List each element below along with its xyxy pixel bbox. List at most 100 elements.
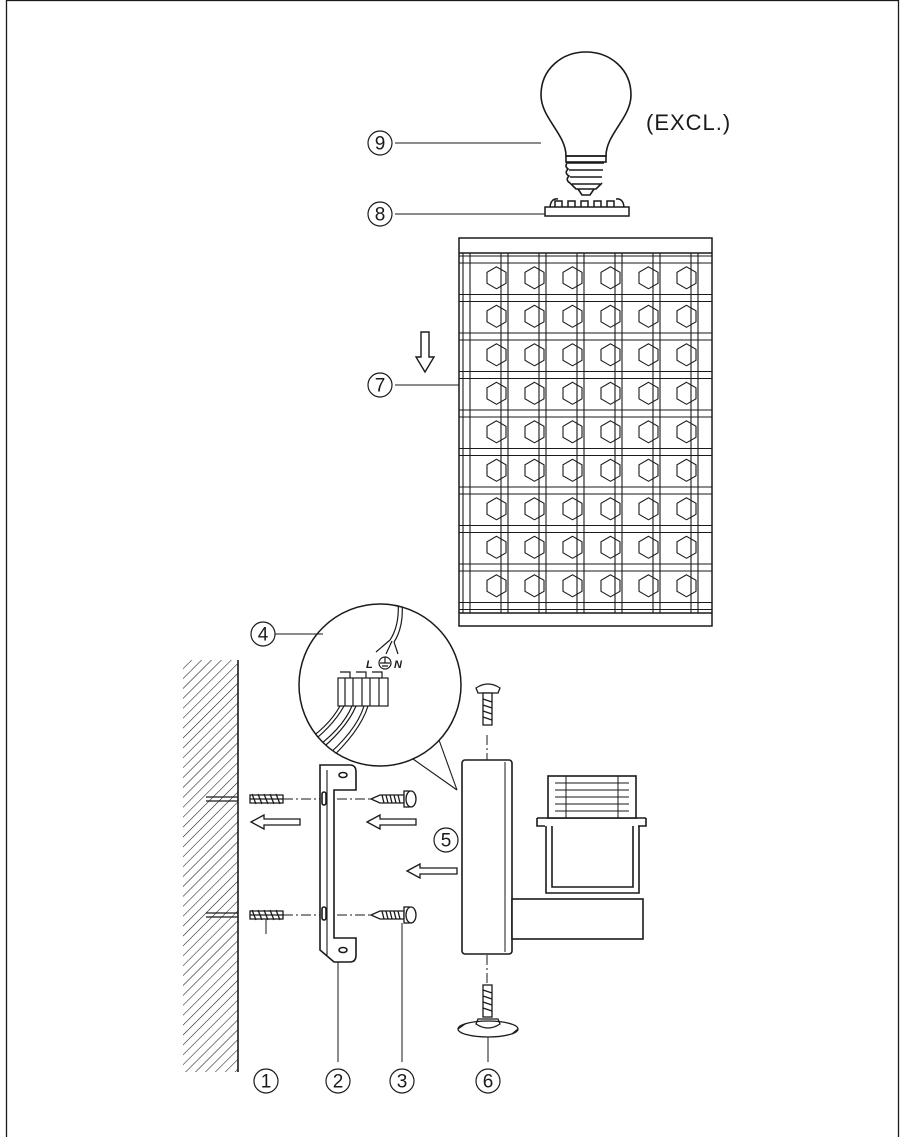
callout-7-lamp-shade: 7 <box>367 372 393 398</box>
shade-hexagon <box>715 305 734 327</box>
shade-hexagon <box>486 574 507 598</box>
wall-plugs <box>206 793 284 934</box>
shade-hexagon <box>524 304 545 328</box>
shade-hexagon <box>486 420 507 444</box>
callout-circle <box>325 1068 351 1094</box>
shade-hexagon <box>524 381 545 405</box>
callout-circle <box>367 130 393 156</box>
callout-4-wiring-detail: 4 <box>250 621 276 647</box>
mounting-bracket <box>319 764 357 963</box>
shade-hexagon <box>524 497 545 521</box>
shade-hexagon <box>715 267 734 289</box>
shade-hexagon <box>600 304 621 328</box>
shade-hexagon <box>676 266 697 290</box>
wire-label-live: L <box>366 659 373 671</box>
arrow-icon <box>249 813 458 880</box>
shade-hexagon <box>562 535 583 559</box>
shade-hexagon <box>638 266 659 290</box>
shade-hexagon <box>638 497 659 521</box>
callout-number: 6 <box>483 1072 494 1093</box>
shade-hexagon <box>676 420 697 444</box>
shade-hexagon <box>562 343 583 367</box>
wiring-detail: L N <box>298 603 462 791</box>
shade-hexagon <box>486 535 507 559</box>
shade-ring <box>544 198 630 217</box>
callout-1-wall-plug: 1 <box>253 1068 279 1094</box>
callout-number: 8 <box>375 205 386 226</box>
callout-5-lamp-body: 5 <box>433 827 459 853</box>
shade-hexagon <box>676 574 697 598</box>
callout-numbers: 1 2 3 4 5 6 7 8 9 <box>250 130 501 1094</box>
shade-hexagon <box>715 536 734 558</box>
shade-hexagon <box>562 381 583 405</box>
shade-hexagon <box>676 458 697 482</box>
shade-hexagon <box>638 458 659 482</box>
callout-circle <box>250 621 276 647</box>
shade-hexagon <box>486 343 507 367</box>
shade-hexagon <box>638 343 659 367</box>
excl-note: (EXCL.) <box>646 110 731 135</box>
shade-hexagon <box>486 266 507 290</box>
shade-hexagon <box>562 574 583 598</box>
shade-hexagon <box>486 497 507 521</box>
shade-hexagon <box>715 459 734 481</box>
shade-hexagon <box>562 304 583 328</box>
shade-hexagon <box>638 381 659 405</box>
shade-hexagon <box>715 498 734 520</box>
callout-number: 3 <box>397 1072 408 1093</box>
shade-hexagon <box>715 421 734 443</box>
wall <box>183 660 239 1072</box>
fixing-screws <box>457 683 519 1062</box>
shade-hexagon <box>600 458 621 482</box>
callout-circle <box>367 201 393 227</box>
shade-hexagon <box>676 497 697 521</box>
shade-hexagon <box>676 343 697 367</box>
shade-hexagon <box>486 381 507 405</box>
callout-circle <box>433 827 459 853</box>
shade-hexagon <box>486 304 507 328</box>
wire-label-neutral: N <box>394 659 403 671</box>
callout-number: 4 <box>258 625 269 646</box>
shade-hexagon <box>562 497 583 521</box>
shade-hexagon <box>524 535 545 559</box>
callout-2-mounting-bracket: 2 <box>325 1068 351 1094</box>
callout-circle <box>253 1068 279 1094</box>
shade-hexagon <box>715 613 734 635</box>
shade-hexagon <box>600 381 621 405</box>
lamp-shade <box>458 237 734 635</box>
shade-hexagon <box>715 575 734 597</box>
callout-circle <box>475 1068 501 1094</box>
shade-hexagon <box>638 574 659 598</box>
shade-hexagon <box>676 381 697 405</box>
callout-number: 2 <box>333 1072 344 1093</box>
callout-number: 1 <box>261 1072 272 1093</box>
callout-circle <box>367 372 393 398</box>
callout-circle <box>389 1068 415 1094</box>
shade-hexagon <box>638 304 659 328</box>
shade-hexagon <box>600 574 621 598</box>
shade-hexagon <box>600 343 621 367</box>
callout-6-fixing-screw: 6 <box>475 1068 501 1094</box>
wall-screws <box>369 790 417 1062</box>
callout-number: 5 <box>441 831 452 852</box>
leader-lines <box>275 142 545 1062</box>
shade-hexagon <box>676 535 697 559</box>
shade-hexagon <box>562 266 583 290</box>
callout-9-light-bulb: 9 <box>367 130 393 156</box>
shade-hexagon <box>524 420 545 444</box>
callout-8-shade-ring: 8 <box>367 201 393 227</box>
shade-hexagon <box>562 458 583 482</box>
shade-hexagon <box>562 420 583 444</box>
shade-hexagon <box>524 266 545 290</box>
shade-hexagon <box>524 343 545 367</box>
callout-3-wall-screw: 3 <box>389 1068 415 1094</box>
shade-hexagon <box>600 266 621 290</box>
earth-ground-icon <box>378 656 392 670</box>
shade-hexagon <box>715 382 734 404</box>
lamp-body <box>461 759 647 955</box>
light-bulb <box>540 51 632 196</box>
shade-hexagon <box>676 304 697 328</box>
callout-number: 9 <box>375 134 386 155</box>
axis-lines <box>283 735 488 985</box>
